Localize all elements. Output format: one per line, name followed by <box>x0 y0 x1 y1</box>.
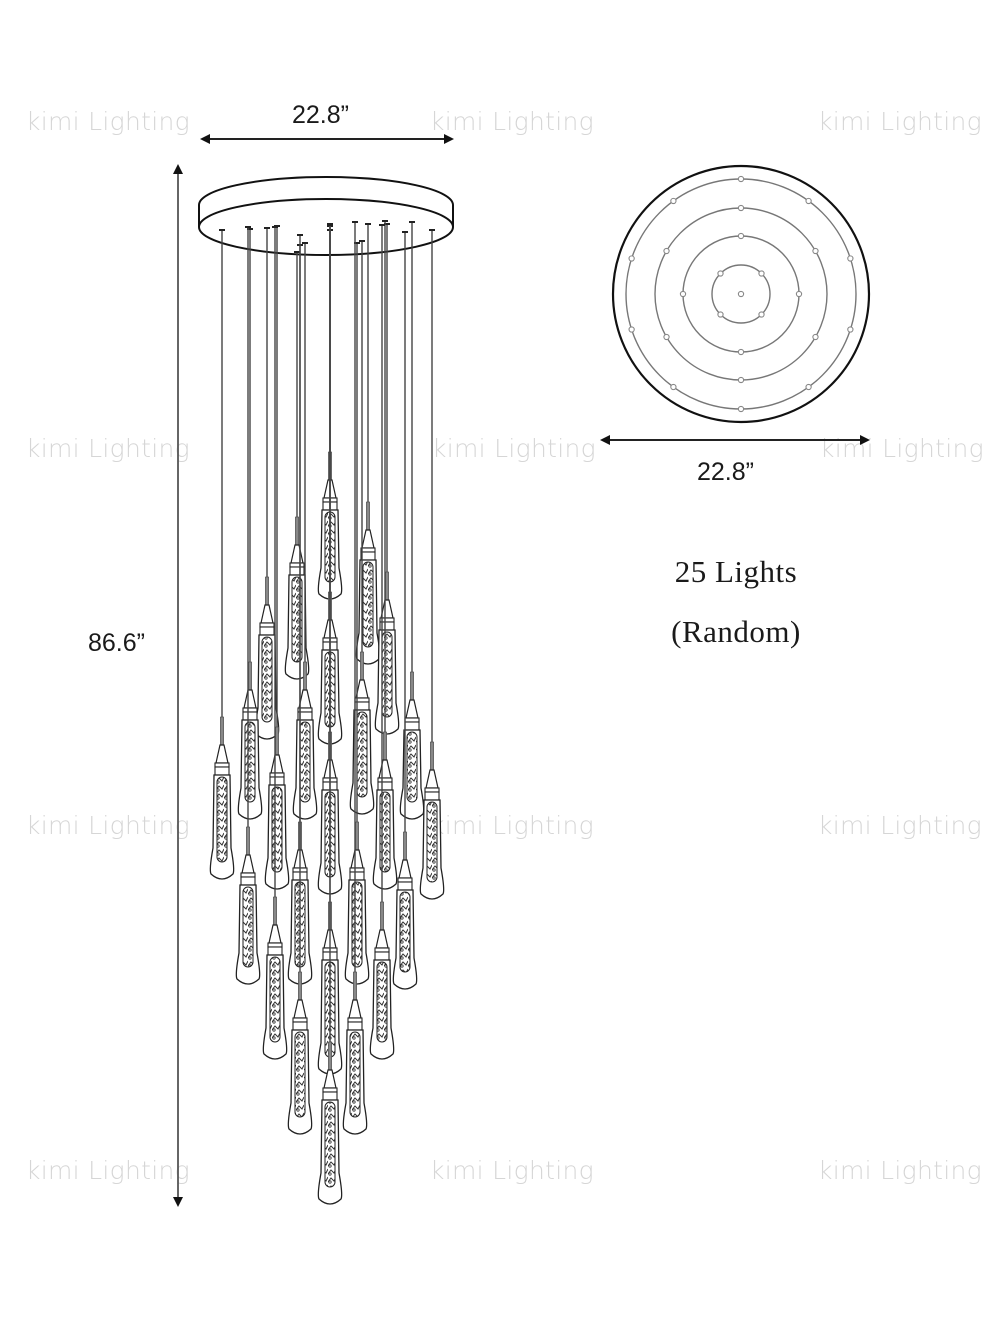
pendant-light <box>254 227 280 740</box>
light-count-label: 25 Lights <box>674 554 798 589</box>
mount-point <box>670 197 677 205</box>
watermark-text: kimi Lighting <box>26 434 190 463</box>
mount-point <box>758 270 765 277</box>
pendant-light <box>372 220 398 890</box>
pendant-light <box>369 224 395 1060</box>
watermark-text: kimi Lighting <box>430 811 594 840</box>
arrangement-label: (Random) <box>671 614 801 649</box>
mount-point <box>737 204 745 212</box>
pendant-group <box>209 220 445 1205</box>
pendant-light <box>317 224 343 1205</box>
mount-point <box>812 333 819 341</box>
pendant-light <box>262 226 288 1060</box>
canopy <box>198 176 454 256</box>
mount-point <box>737 175 745 183</box>
pendant-light <box>235 226 261 985</box>
pendant-light <box>355 223 381 665</box>
mount-point <box>628 326 635 333</box>
pendant-light <box>399 221 425 820</box>
mount-point <box>812 247 819 255</box>
side-width-label: 22.8” <box>292 101 349 129</box>
mount-point <box>717 311 724 318</box>
mount-point-center <box>737 290 745 298</box>
mount-point <box>737 405 745 413</box>
top-view-diagram <box>611 164 871 424</box>
watermark-text: kimi Lighting <box>430 1156 594 1185</box>
mount-point <box>795 290 803 298</box>
pendant-light <box>287 234 313 1135</box>
watermark-text: kimi Lighting <box>818 811 982 840</box>
height-label: 86.6” <box>88 629 145 657</box>
mount-point <box>805 197 812 205</box>
pendant-light <box>349 240 375 815</box>
pendant-light <box>374 223 400 735</box>
mount-point <box>805 383 812 391</box>
pendant-light <box>292 242 318 820</box>
mount-point <box>670 383 677 391</box>
mount-point <box>663 247 670 255</box>
watermark-text: kimi Lighting <box>430 107 594 136</box>
watermark-text: kimi Lighting <box>818 107 982 136</box>
mount-point <box>663 333 670 341</box>
pendant-light <box>419 229 445 900</box>
watermark-text: kimi Lighting <box>26 107 190 136</box>
watermark-text: kimi Lighting <box>26 811 190 840</box>
top-width-label: 22.8” <box>697 458 754 486</box>
pendant-light <box>209 229 235 880</box>
pendant-light <box>264 225 290 890</box>
mount-point <box>679 290 687 298</box>
mount-point <box>758 311 765 318</box>
mount-point <box>737 376 745 384</box>
watermark-text: kimi Lighting <box>432 434 596 463</box>
top-view-ring <box>711 264 771 324</box>
mount-point <box>847 326 854 333</box>
mount-point <box>737 232 745 240</box>
pendant-light <box>392 231 418 990</box>
watermark-text: kimi Lighting <box>818 1156 982 1185</box>
watermark-text: kimi Lighting <box>26 1156 190 1185</box>
pendant-light <box>237 228 263 820</box>
mount-point <box>717 270 724 277</box>
pendant-light <box>342 221 368 1135</box>
mount-point <box>628 255 635 262</box>
mount-point <box>847 255 854 262</box>
mount-point <box>737 348 745 356</box>
